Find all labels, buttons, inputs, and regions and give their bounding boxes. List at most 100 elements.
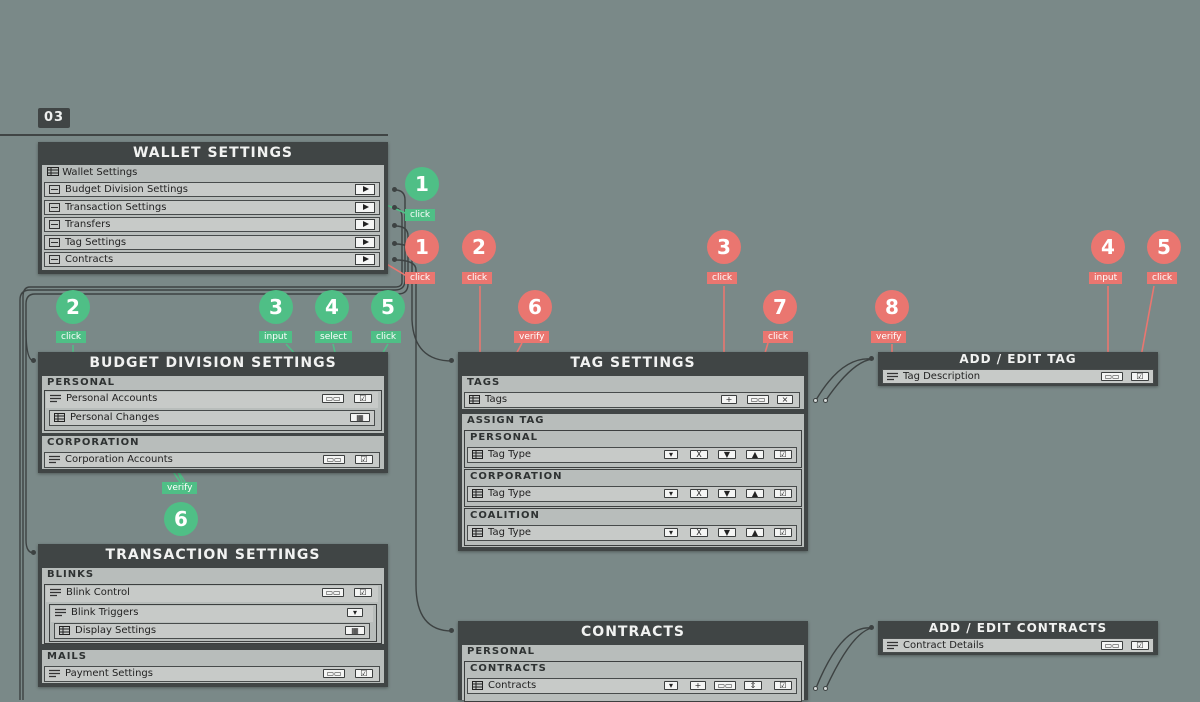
- contract-details-row[interactable]: Contract Details ▭▭ ☑: [882, 638, 1154, 653]
- dropdown-button[interactable]: ▾: [664, 489, 678, 498]
- input-field-button[interactable]: ▭▭: [747, 395, 769, 404]
- wallet-item-contracts[interactable]: Contracts: [44, 252, 380, 267]
- connector-dot: [31, 358, 36, 363]
- clear-filter-button[interactable]: X: [690, 489, 708, 498]
- wallet-item-transaction[interactable]: Transaction Settings: [44, 200, 380, 215]
- tag-description-row[interactable]: Tag Description ▭▭ ☑: [882, 369, 1154, 384]
- step-action-tag: input: [1089, 272, 1123, 284]
- confirm-checkbox-button[interactable]: ☑: [774, 489, 792, 498]
- move-down-button[interactable]: ▼: [718, 450, 736, 459]
- move-down-button[interactable]: ▼: [718, 489, 736, 498]
- minus-box-icon: [49, 185, 60, 194]
- step-marker: 7: [763, 290, 797, 324]
- add-button[interactable]: +: [690, 681, 706, 690]
- minus-box-icon: [49, 203, 60, 212]
- select-grid-button[interactable]: ▦: [350, 413, 370, 422]
- table-icon: [54, 413, 65, 422]
- assign-tag-section: ASSIGN TAG PERSONAL Tag Type ▾ X ▼ ▲ ☑ C…: [462, 414, 804, 547]
- step-action-tag: verify: [162, 482, 198, 494]
- wallet-item-budget-division[interactable]: Budget Division Settings: [44, 182, 380, 197]
- confirm-checkbox-button[interactable]: ☑: [774, 681, 792, 690]
- table-icon: [472, 528, 483, 537]
- dropdown-button[interactable]: ▾: [664, 450, 678, 459]
- play-arrow-button[interactable]: [355, 254, 375, 265]
- confirm-checkbox-button[interactable]: ☑: [354, 588, 372, 597]
- connector-dot: [449, 628, 454, 633]
- confirm-checkbox-button[interactable]: ☑: [1131, 641, 1149, 650]
- budget-personal-section: PERSONAL Personal Accounts ▭▭ ☑ Personal…: [42, 376, 384, 433]
- input-field-button[interactable]: ▭▭: [1101, 372, 1123, 381]
- input-field-button[interactable]: ▭▭: [322, 588, 344, 597]
- step-action-tag: input: [259, 331, 293, 343]
- row-label: Personal Accounts: [66, 393, 158, 404]
- personal-changes-row[interactable]: Personal Changes ▦: [49, 410, 375, 426]
- move-up-button[interactable]: ▲: [746, 489, 764, 498]
- budget-division-title: BUDGET DIVISION SETTINGS: [89, 355, 337, 371]
- table-icon: [469, 395, 480, 404]
- dropdown-button[interactable]: ▾: [664, 681, 678, 690]
- input-field-button[interactable]: ▭▭: [322, 394, 344, 403]
- payment-settings-row[interactable]: Payment Settings ▭▭ ☑: [44, 666, 380, 682]
- wallet-item-label: Budget Division Settings: [65, 184, 188, 195]
- connector-dot: [31, 550, 36, 555]
- table-icon: [59, 626, 70, 635]
- contracts-row[interactable]: Contracts ▾ + ▭▭ ⇕ ☑: [467, 678, 797, 694]
- step-marker: 6: [164, 502, 198, 536]
- clear-filter-button[interactable]: X: [690, 450, 708, 459]
- row-label: Payment Settings: [65, 668, 153, 679]
- input-field-button[interactable]: ▭▭: [714, 681, 736, 690]
- section-label: PERSONAL: [47, 377, 116, 388]
- confirm-checkbox-button[interactable]: ☑: [774, 450, 792, 459]
- step-marker: 1: [405, 230, 439, 264]
- input-field-button[interactable]: ▭▭: [1101, 641, 1123, 650]
- wallet-item-tag-settings[interactable]: Tag Settings: [44, 235, 380, 250]
- text-lines-icon: [55, 608, 66, 617]
- add-button[interactable]: +: [721, 395, 737, 404]
- dropdown-button[interactable]: ▾: [347, 608, 363, 617]
- move-up-button[interactable]: ▲: [746, 528, 764, 537]
- personal-accounts-group: Personal Accounts ▭▭ ☑ Personal Changes …: [44, 390, 382, 431]
- confirm-checkbox-button[interactable]: ☑: [355, 669, 373, 678]
- input-field-button[interactable]: ▭▭: [323, 669, 345, 678]
- tag-type-row[interactable]: Tag Type ▾ X ▼ ▲ ☑: [467, 525, 797, 541]
- corporation-accounts-row[interactable]: Corporation Accounts ▭▭ ☑: [44, 452, 380, 468]
- row-label: Display Settings: [75, 625, 157, 636]
- confirm-checkbox-button[interactable]: ☑: [774, 528, 792, 537]
- blink-control-row[interactable]: Blink Control ▭▭ ☑: [46, 586, 378, 602]
- delete-button[interactable]: ×: [777, 395, 793, 404]
- wallet-item-transfers[interactable]: Transfers: [44, 217, 380, 232]
- play-arrow-button[interactable]: [355, 219, 375, 230]
- row-label: Blink Triggers: [71, 607, 139, 618]
- display-settings-row[interactable]: Display Settings ▦: [54, 623, 370, 639]
- confirm-checkbox-button[interactable]: ☑: [354, 394, 372, 403]
- step-marker: 6: [518, 290, 552, 324]
- row-label: Tag Description: [903, 371, 981, 382]
- step-marker: 4: [1091, 230, 1125, 264]
- move-down-button[interactable]: ▼: [718, 528, 736, 537]
- clear-filter-button[interactable]: X: [690, 528, 708, 537]
- input-field-button[interactable]: ▭▭: [323, 455, 345, 464]
- step-action-tag: select: [315, 331, 352, 343]
- play-arrow-button[interactable]: [355, 237, 375, 248]
- personal-accounts-row[interactable]: Personal Accounts ▭▭ ☑: [46, 392, 378, 408]
- connector-dot: [869, 356, 874, 361]
- wallet-settings-section: Wallet Settings Budget Division Settings…: [42, 165, 384, 270]
- section-label: BLINKS: [47, 569, 95, 580]
- tag-type-row[interactable]: Tag Type ▾ X ▼ ▲ ☑: [467, 447, 797, 463]
- play-arrow-button[interactable]: [355, 184, 375, 195]
- blink-triggers-row[interactable]: Blink Triggers ▾: [51, 606, 373, 622]
- step-marker: 4: [315, 290, 349, 324]
- row-label: Contract Details: [903, 640, 984, 651]
- confirm-checkbox-button[interactable]: ☑: [1131, 372, 1149, 381]
- sort-button[interactable]: ⇕: [744, 681, 762, 690]
- play-arrow-button[interactable]: [355, 202, 375, 213]
- wallet-item-label: Transfers: [65, 219, 111, 230]
- tag-type-row[interactable]: Tag Type ▾ X ▼ ▲ ☑: [467, 486, 797, 502]
- select-grid-button[interactable]: ▦: [345, 626, 365, 635]
- step-action-tag: click: [371, 331, 402, 343]
- dropdown-button[interactable]: ▾: [664, 528, 678, 537]
- tags-row[interactable]: Tags + ▭▭ ×: [464, 392, 800, 408]
- move-up-button[interactable]: ▲: [746, 450, 764, 459]
- connector-dot: [813, 398, 818, 403]
- confirm-checkbox-button[interactable]: ☑: [355, 455, 373, 464]
